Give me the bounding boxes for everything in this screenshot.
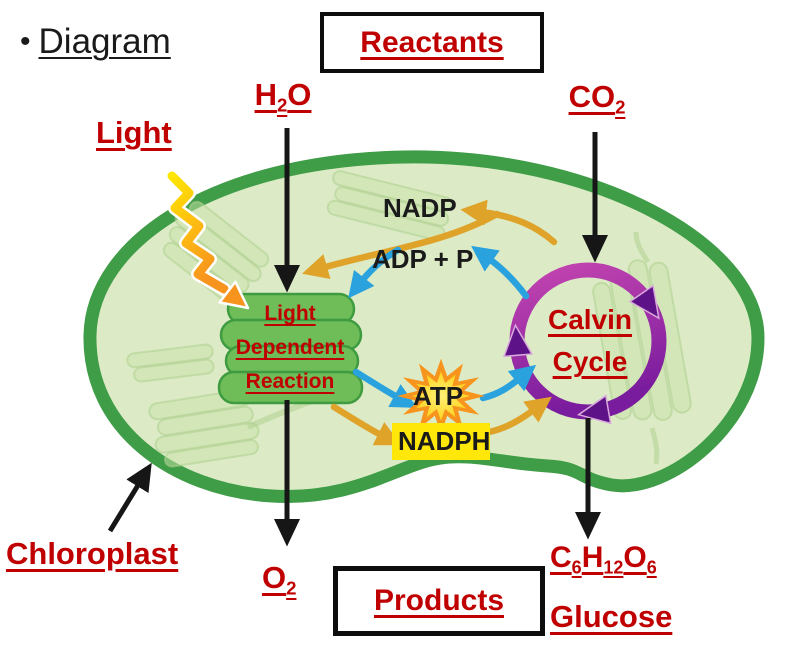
thylakoid-stack-top-center	[326, 170, 453, 242]
o2-label: O2	[262, 560, 297, 599]
products-label: Products	[373, 584, 505, 617]
reactants-label: Reactants	[360, 25, 504, 59]
adp-from-calvin-arrow	[471, 245, 530, 300]
nadp-from-calvin-arrow	[460, 199, 558, 246]
flow-arrows	[107, 128, 608, 547]
h2o-label: H2O	[254, 77, 312, 116]
thylakoid-decorations	[126, 170, 692, 468]
thylakoid-stack-left-small	[126, 343, 215, 383]
nadph-highlight	[392, 423, 490, 460]
adp-p-label: ADP + P	[372, 244, 474, 274]
calvin-cycle-ring-arrowheads	[502, 284, 660, 425]
slide-title: •Diagram	[20, 22, 171, 62]
light-label: Light	[96, 115, 172, 150]
adp-return-arrow	[348, 246, 402, 299]
atp-from-ldr-arrow	[352, 368, 418, 408]
lightning-bolt-icon	[165, 169, 250, 310]
chloroplast-pointer-arrow	[107, 462, 152, 533]
reactants-box: Reactants	[320, 12, 544, 73]
glucose-name-label: Glucose	[550, 599, 673, 634]
atp-to-calvin-arrow	[479, 364, 537, 402]
bullet-icon: •	[20, 25, 31, 58]
nadp-label: NADP	[383, 193, 457, 223]
products-box: Products	[333, 566, 545, 636]
chloroplast-label: Chloroplast	[6, 536, 179, 571]
light-dependent-reaction-label: Light Dependent Reaction	[235, 302, 345, 393]
atp-starburst-icon	[397, 358, 485, 434]
glucose-formula-label: C6H12O6	[550, 541, 657, 578]
nadph-label: NADPH	[398, 426, 491, 456]
gold-cycle-arrows	[301, 199, 558, 446]
nadph-from-ldr-arrow	[330, 403, 402, 446]
calvin-cycle-label: Calvin Cycle	[547, 304, 633, 377]
co2-label: CO2	[568, 79, 626, 118]
nadph-to-calvin-arrow	[485, 396, 552, 436]
slide-title-text: Diagram	[38, 22, 171, 61]
calvin-cycle-ring	[502, 262, 667, 425]
blue-cycle-arrows	[348, 245, 537, 408]
light-dependent-reaction-stack	[217, 292, 364, 405]
atp-label: ATP	[413, 381, 464, 411]
